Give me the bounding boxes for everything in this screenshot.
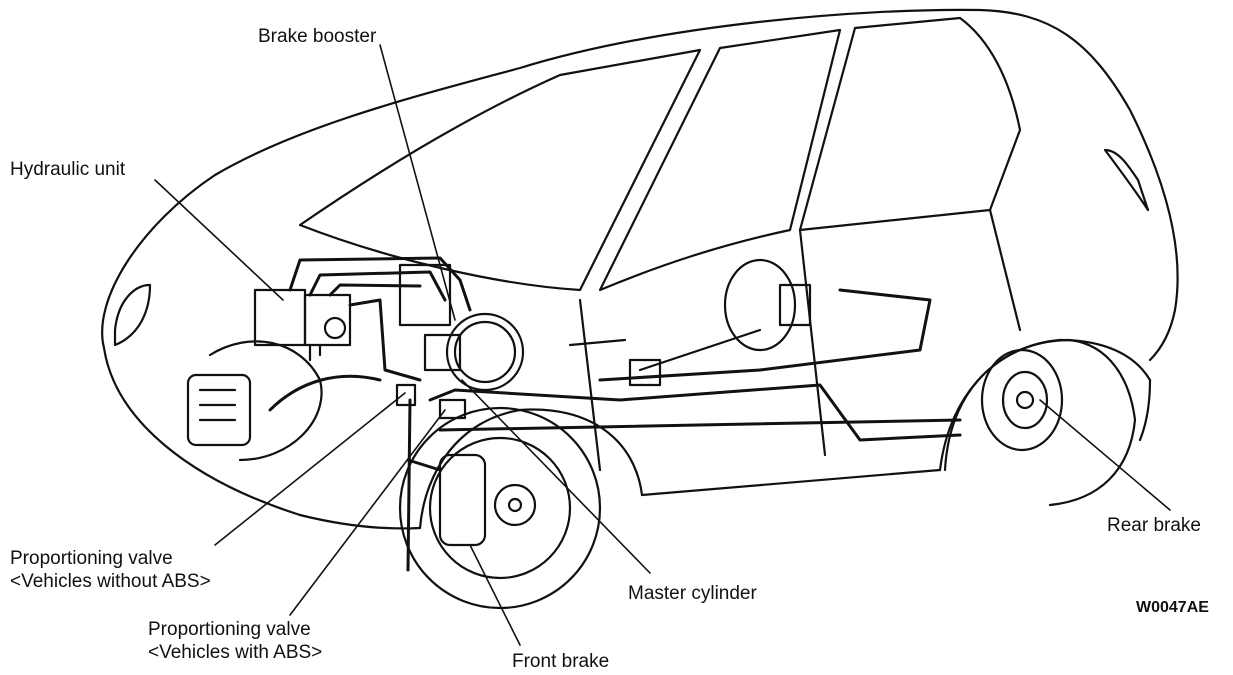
- prop-valve-abs-drawing: [438, 398, 467, 420]
- label-hydraulic-unit: Hydraulic unit: [10, 159, 126, 180]
- front-brake-drawing: [398, 406, 602, 610]
- label-rear-brake: Rear brake: [1107, 515, 1201, 536]
- door-lines: [568, 208, 1022, 472]
- label-prop-valve-no-abs-line2: <Vehicles without ABS>: [10, 571, 211, 592]
- brake-booster-drawing: [398, 263, 525, 392]
- parking-brake-drawing: [628, 258, 812, 387]
- rear-brake-drawing: [943, 338, 1137, 507]
- headlight: [113, 283, 152, 347]
- label-brake-booster: Brake booster: [258, 26, 377, 47]
- label-proportioning-valve-without-abs: Proportioning valve <Vehicles without AB…: [10, 547, 211, 593]
- label-proportioning-valve-with-abs: Proportioning valve <Vehicles with ABS>: [148, 618, 322, 664]
- leader-lines: [154, 44, 1171, 646]
- windows: [298, 16, 1150, 292]
- hydraulic-unit-drawing: [253, 288, 352, 362]
- label-master-cylinder: Master cylinder: [628, 583, 757, 604]
- front-left-brake-drawing: [186, 340, 323, 462]
- label-prop-valve-no-abs-line1: Proportioning valve: [10, 548, 173, 569]
- label-front-brake: Front brake: [512, 651, 610, 672]
- label-prop-valve-abs-line2: <Vehicles with ABS>: [148, 642, 323, 663]
- brake-lines: [268, 256, 962, 572]
- prop-valve-no-abs-drawing: [395, 383, 417, 407]
- label-prop-valve-abs-line1: Proportioning valve: [148, 619, 311, 640]
- figure-code: W0047AE: [1136, 599, 1209, 616]
